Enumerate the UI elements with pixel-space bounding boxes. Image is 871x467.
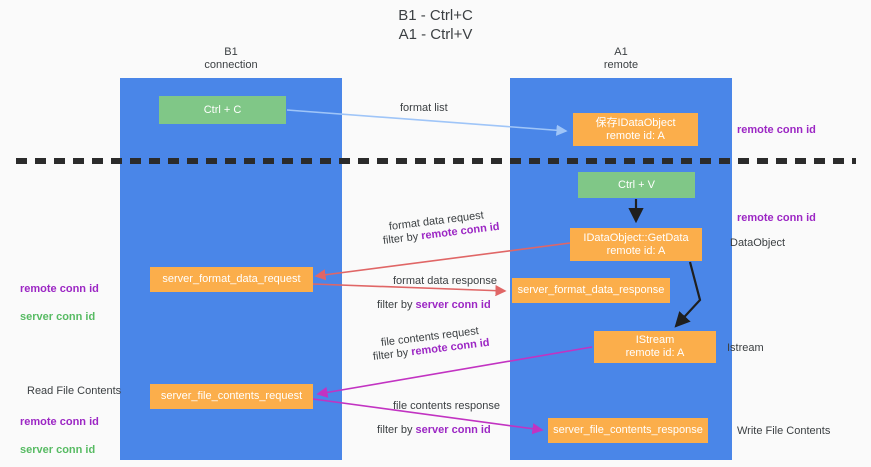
edge-label-file-contents-response-filter: filter by server conn id xyxy=(377,423,491,437)
annotation-server-conn-id: server conn id xyxy=(20,444,96,456)
filter-key-server-conn-id: server conn id xyxy=(415,299,491,311)
node-istream[interactable]: IStream remote id: A xyxy=(594,331,716,363)
node-data-object-remote[interactable]: 保存IDataObject remote id: A xyxy=(573,113,698,146)
node-server-file-contents-request[interactable]: server_file_contents_request xyxy=(150,384,313,409)
filter-key-server-conn-id: server conn id xyxy=(415,424,491,436)
filter-prefix: filter by xyxy=(377,299,416,311)
edge-label-format-data-response: format data response xyxy=(393,275,497,287)
phase-divider xyxy=(16,158,856,164)
annotation-server-conn-id: server conn id xyxy=(20,311,96,323)
node-ctrl-c[interactable]: Ctrl + C xyxy=(159,96,286,124)
annotation-read-file-contents: Read File Contents xyxy=(27,385,122,397)
annotation-left-conn-ids-lower: remote conn id server conn id xyxy=(20,401,99,467)
annotation-left-conn-ids-upper: remote conn id server conn id xyxy=(20,268,99,338)
node-server-file-contents-response[interactable]: server_file_contents_response xyxy=(548,418,708,443)
edge-label-format-data-response-filter: filter by server conn id xyxy=(377,298,491,312)
filter-prefix: filter by xyxy=(382,230,422,247)
edge-label-file-contents-response: file contents response xyxy=(393,400,501,412)
diagram-title: B1 - Ctrl+C A1 - Ctrl+V xyxy=(398,7,473,43)
node-server-format-data-response[interactable]: server_format_data_response xyxy=(512,278,670,303)
node-server-format-data-request[interactable]: server_format_data_request xyxy=(150,267,313,292)
annotation-remote-conn-id-top: remote conn id xyxy=(737,124,816,136)
annotation-istream: Istream xyxy=(727,342,764,354)
annotation-remote-conn-id-mid: remote conn id xyxy=(737,212,816,224)
node-idataobject-getdata[interactable]: IDataObject::GetData remote id: A xyxy=(570,228,702,261)
filter-prefix: filter by xyxy=(372,346,412,363)
node-ctrl-v[interactable]: Ctrl + V xyxy=(578,172,695,198)
filter-prefix: filter by xyxy=(377,424,416,436)
annotation-remote-conn-id: remote conn id xyxy=(20,283,99,295)
annotation-remote-conn-id: remote conn id xyxy=(20,416,99,428)
column-header-b1: B1 connection xyxy=(204,46,258,71)
annotation-write-file-contents: Write File Contents xyxy=(737,425,831,437)
annotation-dataobject: DataObject xyxy=(730,237,786,249)
column-header-a1: A1 remote xyxy=(603,46,639,71)
edge-label-format-list: format list xyxy=(400,102,448,114)
